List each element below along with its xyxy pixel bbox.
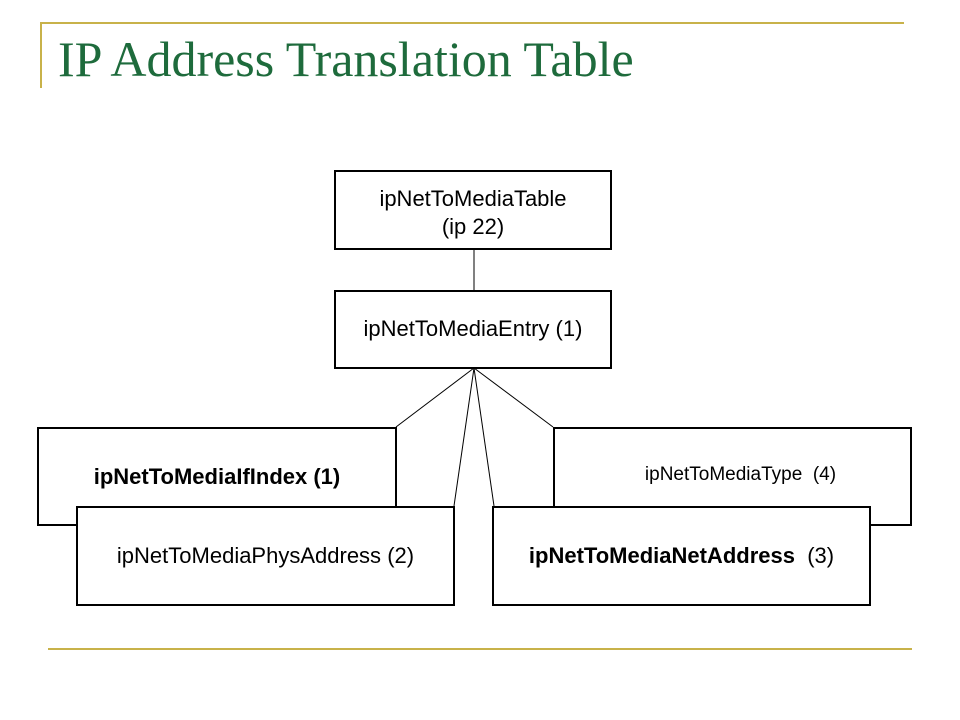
column-ifindex-name: ipNetToMediaIfIndex xyxy=(93,464,308,489)
column-netaddress-name: ipNetToMediaNetAddress xyxy=(528,542,795,568)
left-accent-rule xyxy=(40,22,42,88)
column-node-physaddress: ipNetToMediaPhysAddress (2) xyxy=(76,506,455,606)
bottom-accent-rule xyxy=(48,648,912,650)
entry-to-type-line xyxy=(473,367,554,428)
top-accent-rule xyxy=(40,22,904,24)
slide-title: IP Address Translation Table xyxy=(58,31,634,87)
entry-node-oid: (1) xyxy=(555,316,583,342)
column-type-oid: (4) xyxy=(812,464,837,485)
column-ifindex-oid: (1) xyxy=(313,464,341,489)
table-node-oid: (ip 22) xyxy=(441,214,505,240)
column-physaddress-name: ipNetToMediaPhysAddress xyxy=(116,542,382,568)
column-physaddress-oid: (2) xyxy=(387,542,415,568)
entry-node: ipNetToMediaEntry (1) xyxy=(334,290,612,369)
entry-to-ifindex-line xyxy=(395,367,475,428)
column-node-netaddress: ipNetToMediaNetAddress (3) xyxy=(492,506,871,606)
entry-node-name: ipNetToMediaEntry xyxy=(363,316,550,342)
entry-to-netaddress-line xyxy=(473,367,495,507)
table-node: ipNetToMediaTable (ip 22) xyxy=(334,170,612,250)
table-node-name: ipNetToMediaTable xyxy=(379,186,567,211)
entry-to-physaddress-line xyxy=(453,367,475,507)
column-netaddress-oid: (3) xyxy=(807,542,835,568)
column-type-name: ipNetToMediaType xyxy=(644,464,803,485)
